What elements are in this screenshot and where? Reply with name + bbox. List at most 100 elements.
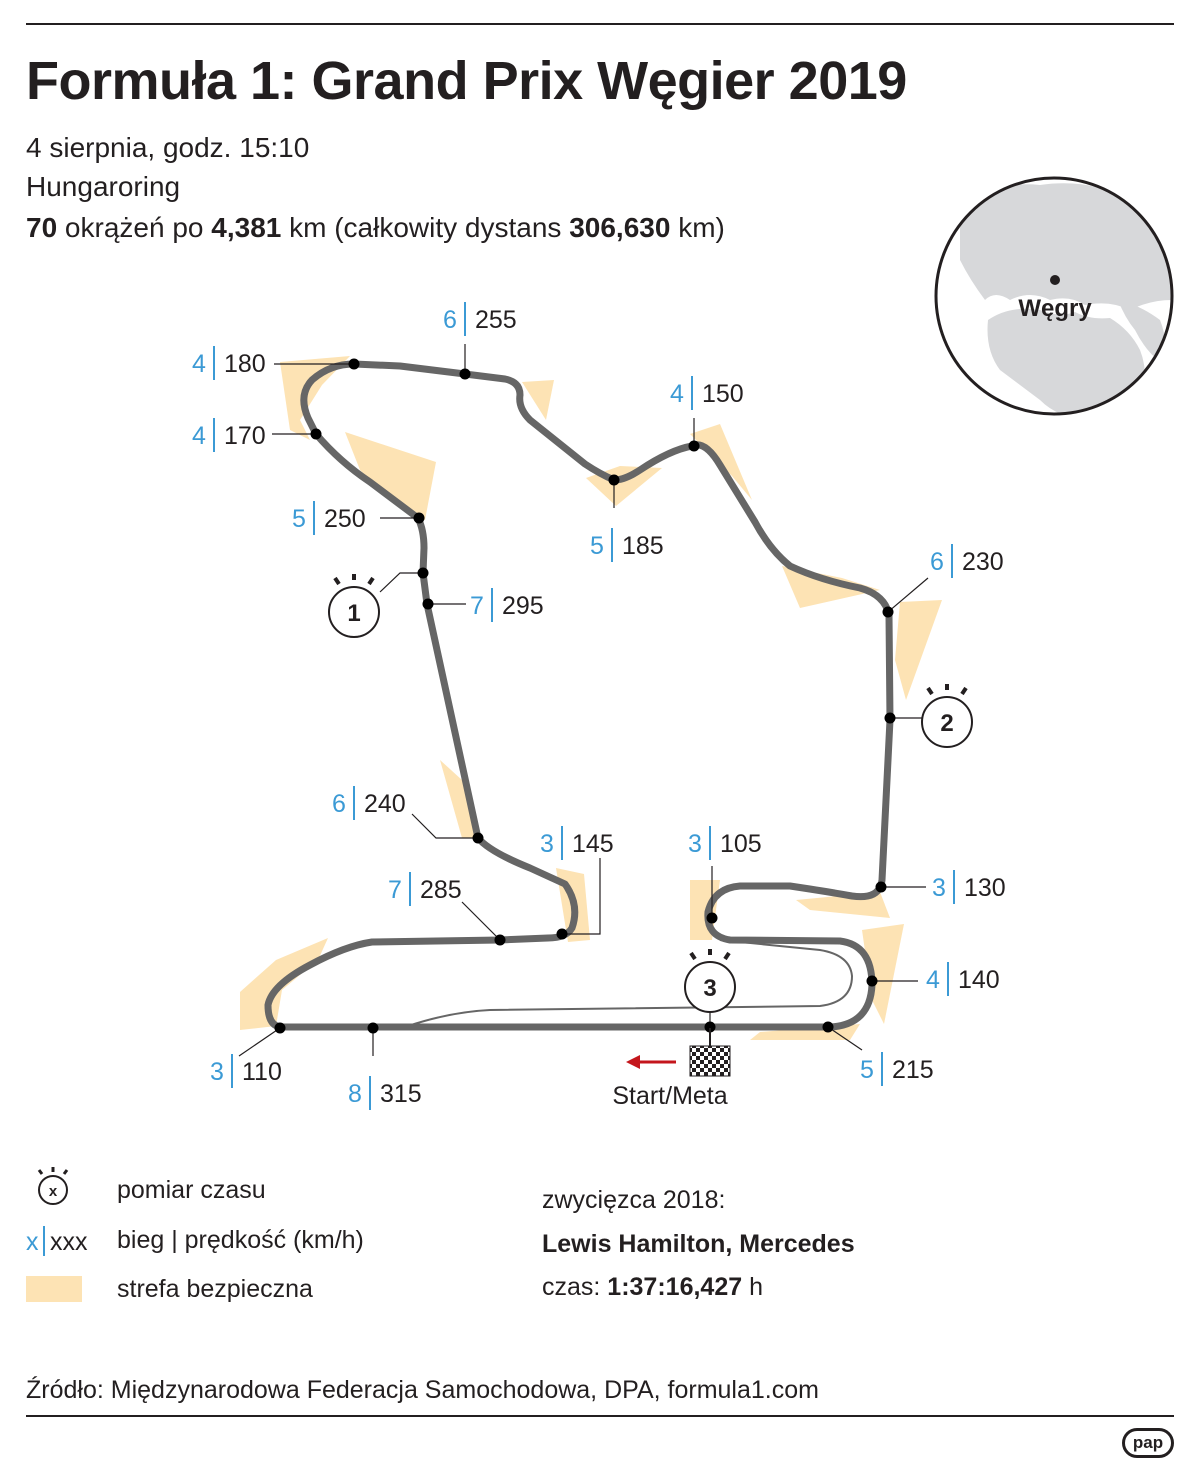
leader-line <box>461 901 501 941</box>
globe-locator <box>934 176 1174 416</box>
gear-speed-point: 5 250 <box>292 501 425 535</box>
gear-value: 6 <box>332 790 346 818</box>
laps-count: 70 <box>26 212 58 243</box>
track-point-dot <box>367 1022 379 1034</box>
legend-timing-label: pomiar czasu <box>117 1176 266 1204</box>
track-point-dot <box>472 832 484 844</box>
zone-t4 <box>280 356 350 440</box>
start-finish-label: Start/Meta <box>612 1082 727 1110</box>
winner-time: czas: 1:37:16,427 h <box>542 1273 763 1302</box>
track-point-dot <box>882 606 894 618</box>
timing-number: 3 <box>703 975 716 1002</box>
timing-number: 1 <box>347 600 360 627</box>
track-point-dot <box>417 567 429 579</box>
gear-speed-point: 6 240 <box>332 786 484 844</box>
lap-length: 4,381 <box>211 212 282 243</box>
gear-value: 4 <box>926 966 940 994</box>
legend-timing-symbol: x <box>49 1183 58 1200</box>
gear-speed-point: 4 150 <box>670 376 744 452</box>
gear-speed-point: 3 145 <box>540 826 614 940</box>
top-rule <box>26 23 1174 25</box>
track-point-dot <box>822 1021 834 1033</box>
track-point-dot <box>459 368 471 380</box>
timing-stopwatch-icon: 1 <box>328 567 429 638</box>
gear-value: 6 <box>930 548 944 576</box>
track-point-dot <box>875 881 887 893</box>
speed-value: 295 <box>502 592 544 620</box>
gear-value: 4 <box>192 350 206 378</box>
leader-line <box>887 577 929 613</box>
legend-zone-swatch <box>26 1276 82 1302</box>
direction-arrow-icon <box>626 1055 640 1069</box>
country-marker <box>1050 275 1060 285</box>
winner-time-unit: h <box>742 1273 763 1301</box>
winner-time-value: 1:37:16,427 <box>607 1273 743 1301</box>
speed-value: 170 <box>224 422 266 450</box>
gear-value: 3 <box>540 830 554 858</box>
gear-value: 3 <box>210 1058 224 1086</box>
track-point-dot <box>274 1022 286 1034</box>
pit-lane <box>407 939 854 1027</box>
gear-value: 8 <box>348 1080 362 1108</box>
legend-speed-symbol: xxx <box>50 1228 88 1256</box>
gear-value: 5 <box>292 505 306 533</box>
race-date: 4 sierpnia, godz. 15:10 <box>26 132 310 163</box>
speed-value: 185 <box>622 532 664 560</box>
gear-speed-point: 3 130 <box>875 870 1006 904</box>
zone-t5 <box>345 432 436 520</box>
winner-label: zwycięzca 2018: <box>542 1186 726 1214</box>
legend-gear-speed-label: bieg | prędkość (km/h) <box>117 1226 364 1254</box>
speed-value: 105 <box>720 830 762 858</box>
gear-value: 3 <box>688 830 702 858</box>
start-finish: Start/Meta <box>612 1028 731 1110</box>
gear-speed-point: 8 315 <box>348 1022 422 1110</box>
gear-value: 7 <box>388 876 402 904</box>
country-label: Węgry <box>1018 295 1092 322</box>
winner-time-label: czas: <box>542 1273 608 1301</box>
track-point-dot <box>688 440 700 452</box>
track-point-dot <box>556 928 568 940</box>
track-point-dot <box>706 912 718 924</box>
gear-value: 5 <box>860 1056 874 1084</box>
speed-value: 150 <box>702 380 744 408</box>
track-point-dot <box>348 358 360 370</box>
speed-value: 215 <box>892 1056 934 1084</box>
timing-stopwatch-icon: 2 <box>884 684 973 748</box>
speed-value: 230 <box>962 548 1004 576</box>
speed-value: 130 <box>964 874 1006 902</box>
gear-value: 6 <box>443 306 457 334</box>
gear-speed-point: 7 295 <box>422 588 544 622</box>
speed-value: 240 <box>364 790 406 818</box>
timing-stopwatch-icon: 3 <box>684 949 736 1033</box>
legend-gear-symbol: x <box>26 1228 39 1256</box>
track-point-dot <box>310 428 322 440</box>
race-distance: 70 okrążeń po 4,381 km (całkowity dystan… <box>26 212 725 244</box>
legend-graphics: x x xxx <box>26 1167 88 1302</box>
timing-number: 2 <box>940 710 953 737</box>
speed-value: 315 <box>380 1080 422 1108</box>
gear-speed-point: 3 110 <box>210 1022 286 1088</box>
winner-name: Lewis Hamilton, Mercedes <box>542 1230 855 1258</box>
safety-zones <box>240 356 942 1040</box>
legend-zone-label: strefa bezpieczna <box>117 1275 313 1303</box>
gear-value: 7 <box>470 592 484 620</box>
track-point-dot <box>413 512 425 524</box>
bottom-rule <box>26 1415 1174 1417</box>
gear-value: 3 <box>932 874 946 902</box>
speed-value: 145 <box>572 830 614 858</box>
track-point-dot <box>608 474 620 486</box>
leader-line <box>827 1026 863 1051</box>
gear-value: 4 <box>670 380 684 408</box>
speed-value: 110 <box>242 1058 282 1086</box>
speed-value: 250 <box>324 505 366 533</box>
leader-line <box>379 572 423 593</box>
zone-t3 <box>522 380 554 420</box>
km-text: km (całkowity dystans <box>281 212 570 243</box>
gear-speed-point: 6 230 <box>882 544 1004 618</box>
